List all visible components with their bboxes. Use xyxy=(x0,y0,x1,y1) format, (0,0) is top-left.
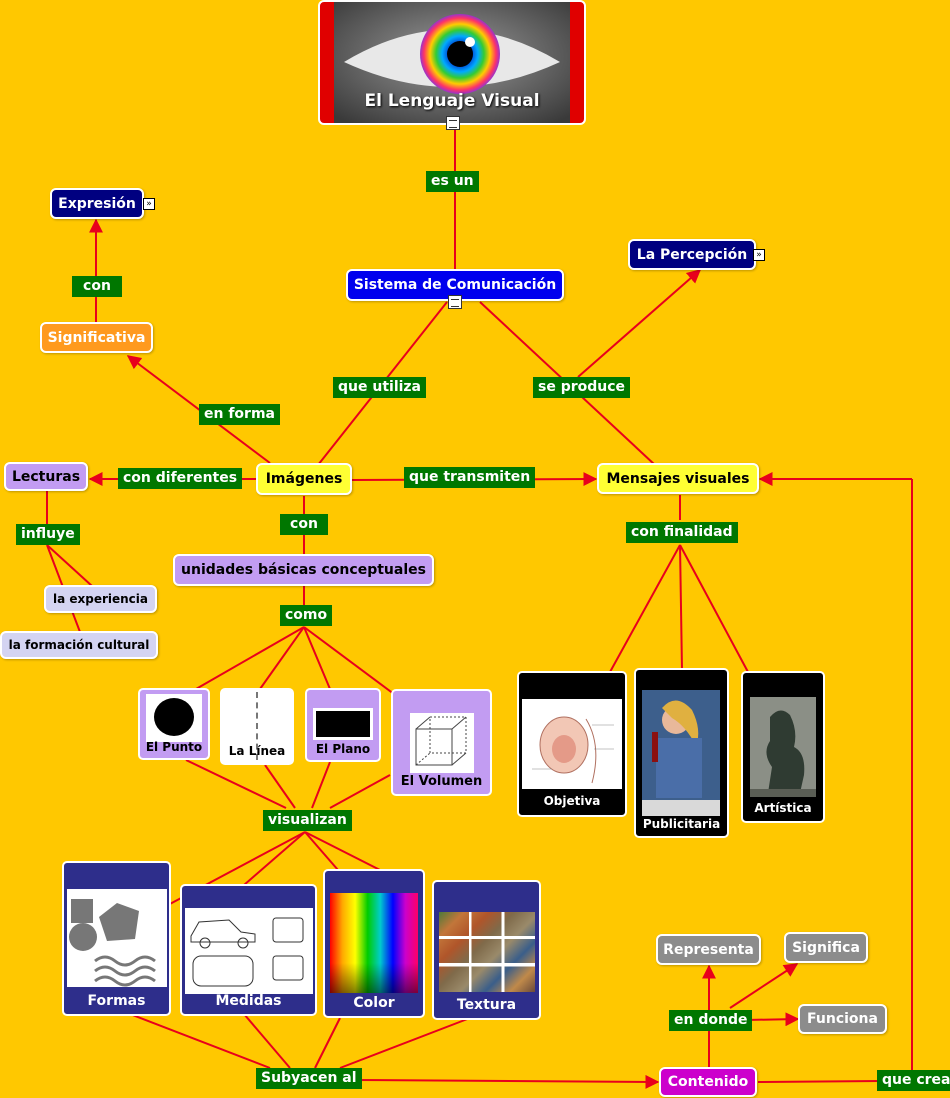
funciona-node[interactable]: Funciona xyxy=(798,1004,887,1034)
unidades-node[interactable]: unidades básicas conceptuales xyxy=(173,554,434,586)
link-en-forma: en forma xyxy=(199,404,280,425)
title-label: El Lenguaje Visual xyxy=(364,91,540,111)
link-es-un: es un xyxy=(426,171,479,192)
expand-icon[interactable]: » xyxy=(753,249,765,261)
contenido-node[interactable]: Contenido xyxy=(659,1067,757,1097)
artistica-card[interactable]: Artística xyxy=(741,671,825,823)
punto-label: El Punto xyxy=(145,740,203,754)
plano-card[interactable]: El Plano xyxy=(305,688,381,762)
formas-label: Formas xyxy=(87,993,146,1009)
experiencia-node[interactable]: la experiencia xyxy=(44,585,157,613)
punto-card[interactable]: El Punto xyxy=(138,688,210,760)
publicitaria-label: Publicitaria xyxy=(642,817,721,831)
anatomy-image xyxy=(522,699,622,789)
link-se-produce: se produce xyxy=(533,377,631,398)
link-visualizan: visualizan xyxy=(263,810,352,831)
expand-icon[interactable]: » xyxy=(143,198,155,210)
representa-node[interactable]: Representa xyxy=(656,934,761,965)
plane-icon xyxy=(316,711,370,737)
advertising-image xyxy=(642,690,720,816)
car-blueprint-image xyxy=(185,908,313,994)
objetiva-card[interactable]: Objetiva xyxy=(517,671,627,817)
expresion-node[interactable]: Expresión xyxy=(50,188,144,219)
link-influye: influye xyxy=(16,524,80,545)
link-con-finalidad: con finalidad xyxy=(626,522,738,543)
objetiva-label: Objetiva xyxy=(543,794,601,808)
volumen-card[interactable]: El Volumen xyxy=(391,689,492,796)
percepcion-node[interactable]: La Percepción xyxy=(628,239,756,270)
medidas-card[interactable]: Medidas xyxy=(180,884,317,1016)
link-subyacen: Subyacen al xyxy=(256,1068,362,1089)
resource-icon[interactable] xyxy=(448,295,462,309)
linea-label: La Línea xyxy=(228,744,286,758)
textura-card[interactable]: Textura xyxy=(432,880,541,1020)
sculpture-image xyxy=(750,697,816,797)
cube-icon xyxy=(410,713,474,773)
link-que-transmiten: que transmiten xyxy=(404,467,536,488)
eye-image xyxy=(334,2,570,123)
formacion-node[interactable]: la formación cultural xyxy=(0,631,158,659)
significa-node[interactable]: Significa xyxy=(784,932,868,963)
title-node[interactable]: El Lenguaje Visual xyxy=(318,0,586,125)
mensajes-node[interactable]: Mensajes visuales xyxy=(597,463,759,494)
plano-label: El Plano xyxy=(315,742,371,756)
imagenes-node[interactable]: Imágenes xyxy=(256,463,352,495)
link-en-donde: en donde xyxy=(669,1010,753,1031)
linea-card[interactable]: La Línea xyxy=(220,688,294,765)
link-como: como xyxy=(280,605,333,626)
color-label: Color xyxy=(353,995,395,1011)
formas-card[interactable]: Formas xyxy=(62,861,171,1016)
link-con-diferentes: con diferentes xyxy=(118,468,243,489)
volumen-label: El Volumen xyxy=(400,774,483,789)
color-card[interactable]: Color xyxy=(323,869,425,1018)
link-que-crea: que crea xyxy=(877,1070,950,1091)
dot-icon xyxy=(154,698,194,736)
medidas-label: Medidas xyxy=(215,993,282,1009)
dashed-line-icon xyxy=(256,692,258,760)
resource-icon[interactable] xyxy=(446,116,460,130)
link-con-imagenes: con xyxy=(280,514,328,535)
color-palette-image xyxy=(330,893,418,993)
artistica-label: Artística xyxy=(754,801,812,815)
link-que-utiliza: que utiliza xyxy=(333,377,427,398)
significativa-node[interactable]: Significativa xyxy=(40,322,153,353)
texture-grid-image xyxy=(439,912,535,992)
textura-label: Textura xyxy=(456,997,517,1013)
lecturas-node[interactable]: Lecturas xyxy=(4,462,88,491)
link-con: con xyxy=(72,276,122,297)
shapes-image xyxy=(67,889,167,987)
publicitaria-card[interactable]: Publicitaria xyxy=(634,668,729,838)
